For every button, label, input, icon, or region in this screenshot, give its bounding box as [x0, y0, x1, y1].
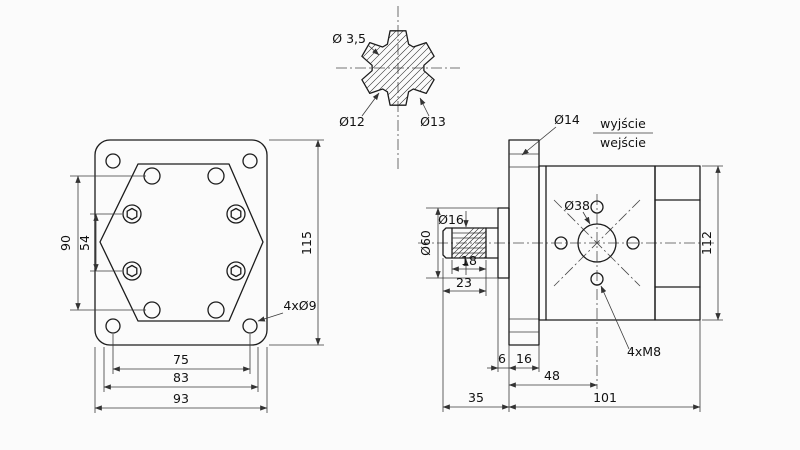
mounting-flange-plate — [508, 139, 540, 346]
dim-35: 35 — [442, 390, 510, 410]
drive-shaft — [442, 227, 499, 259]
dim-101-label: 101 — [593, 390, 617, 405]
spline-tooth-callout: Ø 3,5 — [332, 31, 380, 56]
boss-dim-label: Ø60 — [418, 230, 433, 256]
dim-54: 54 — [77, 213, 122, 272]
dim-54-label: 54 — [77, 235, 92, 251]
dim-83: 83 — [103, 347, 259, 392]
bolt-holes — [122, 167, 246, 319]
dim-75: 75 — [112, 334, 251, 374]
flange-outline — [94, 139, 268, 346]
shaft-spline-hatching — [452, 228, 486, 258]
port-labels: wyjście wejście — [593, 116, 653, 150]
spline-root-callout: Ø12 — [339, 92, 380, 129]
dim-90: 90 — [58, 175, 146, 311]
dim-18: 18 — [451, 253, 487, 274]
flange-hole-dim-label: Ø14 — [554, 112, 580, 127]
mount-holes-label: 4xM8 — [627, 344, 661, 359]
dim-93-label: 93 — [173, 391, 189, 406]
spline-section-view: Ø 3,5 Ø12 Ø13 — [332, 6, 460, 172]
spline-outer-callout: Ø13 — [419, 97, 446, 129]
spline-profile — [361, 30, 435, 106]
shaft-dim-label: Ø16 — [438, 212, 464, 227]
dim-83-label: 83 — [173, 370, 189, 385]
corner-mount-holes — [105, 153, 258, 334]
dim-115-label: 115 — [299, 231, 314, 255]
side-view: Ø38 Ø14 wyjście wejście Ø60 Ø16 — [418, 112, 723, 412]
port-outlet-label: wyjście — [600, 116, 646, 131]
dim-115: 115 — [269, 139, 324, 346]
flange-hole-callout: Ø14 — [521, 112, 580, 156]
shaft-length-dim-label: 23 — [456, 275, 472, 290]
dim-112: 112 — [699, 165, 723, 321]
spline-outer-dim-label: Ø13 — [420, 114, 446, 129]
dim-35-label: 35 — [468, 390, 484, 405]
pump-body-hexagon — [99, 163, 264, 322]
dim-75-label: 75 — [173, 352, 189, 367]
dim-23: 23 — [442, 258, 487, 412]
mount-thread-holes — [554, 200, 640, 286]
pilot-dim-callout: Ø38 — [564, 198, 591, 225]
step-6-dim-label: 6 — [498, 351, 506, 366]
mount-holes-callout: 4xM8 — [600, 285, 661, 359]
dim-48: 48 — [508, 368, 598, 388]
body-height-dim-label: 112 — [699, 231, 714, 255]
pilot-circle — [577, 223, 617, 263]
spline-root-dim-label: Ø12 — [339, 114, 365, 129]
dim-93: 93 — [94, 347, 268, 413]
front-view: 90 54 115 75 83 — [58, 139, 324, 413]
spline-tooth-dim-label: Ø 3,5 — [332, 31, 366, 46]
corner-holes-callout: 4xØ9 — [257, 298, 317, 322]
flange-16-dim-label: 16 — [516, 351, 532, 366]
diagonal-centerline-2 — [553, 199, 641, 287]
end-cover — [654, 165, 701, 321]
pilot-dim-label: Ø38 — [564, 198, 590, 213]
port-inlet-label: wejście — [600, 135, 646, 150]
dim-6-16: 6 16 — [487, 278, 540, 412]
dim-90-label: 90 — [58, 235, 73, 251]
spline-length-dim-label: 18 — [461, 253, 477, 268]
dim-48-label: 48 — [544, 368, 560, 383]
corner-holes-label: 4xØ9 — [283, 298, 316, 313]
dim-101: 101 — [508, 320, 701, 412]
